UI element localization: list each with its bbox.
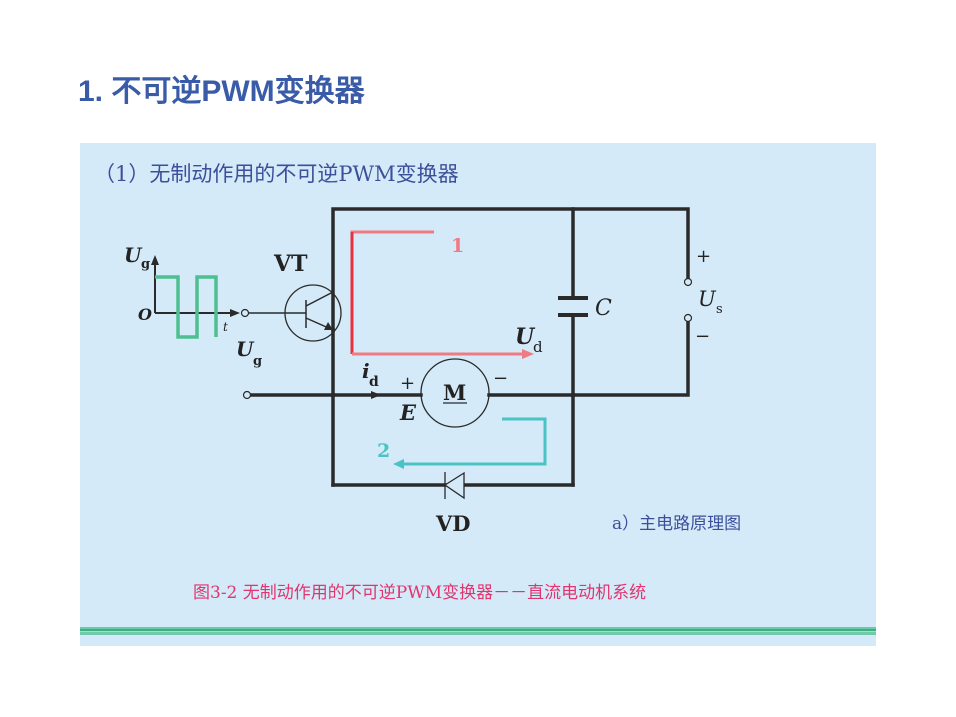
pwm-waveform — [155, 275, 218, 339]
id-label: i — [362, 359, 370, 383]
motor-label: M — [443, 380, 466, 405]
path-1-label: 1 — [451, 235, 464, 257]
figure-caption: 图3-2 无制动作用的不可逆PWM变换器－－直流电动机系统 — [193, 583, 647, 603]
divider-line — [80, 629, 876, 631]
ug-axis-sub: g — [141, 257, 150, 272]
ud-label: U — [515, 324, 536, 350]
source-minus-label: − — [695, 326, 710, 347]
waveform-axes — [154, 262, 232, 314]
ug-input-label: U — [236, 337, 255, 361]
t-axis-arrow-icon — [230, 309, 240, 317]
path-2-label: 2 — [377, 440, 390, 462]
transistor-label: VT — [273, 251, 308, 277]
motor-plus-label: + — [400, 373, 415, 394]
ug-axis-label: U — [124, 243, 143, 267]
source-terminal-minus — [683, 313, 693, 323]
capacitor-label: C — [595, 296, 612, 321]
junction-dot — [330, 392, 336, 398]
input-lower-terminal — [242, 390, 252, 400]
base-terminal — [240, 308, 250, 318]
source-terminal-plus — [683, 277, 693, 287]
transistor-symbol — [249, 284, 342, 342]
path-2-arrow-icon — [393, 459, 404, 469]
current-path-2 — [402, 417, 547, 466]
us-sub: s — [716, 302, 723, 317]
subfigure-caption: a）主电路原理图 — [612, 514, 742, 534]
panel-heading: （1）无制动作用的不可逆PWM变换器 — [94, 162, 459, 186]
capacitor-symbol — [558, 296, 588, 317]
divider-line — [80, 631, 876, 632]
current-path-1 — [350, 230, 524, 356]
divider-line — [80, 627, 876, 629]
figure-panel — [80, 143, 876, 646]
origin-label: O — [138, 305, 152, 324]
path-1-arrow-icon — [522, 349, 534, 359]
ug-input-sub: g — [253, 354, 262, 369]
ug-axis-arrow-icon — [151, 255, 159, 265]
emf-label: E — [399, 400, 417, 425]
us-label: U — [698, 287, 717, 311]
t-axis-label: t — [223, 320, 228, 334]
diode-symbol — [443, 471, 465, 500]
id-arrow-icon — [371, 391, 381, 399]
motor-minus-label: − — [493, 368, 508, 389]
id-sub: d — [369, 374, 379, 390]
source-lower-wire — [571, 316, 690, 397]
junction-dot — [570, 392, 576, 398]
top-wire — [331, 207, 690, 332]
ud-sub: d — [533, 338, 543, 356]
circuit-wires — [248, 207, 690, 487]
divider-line — [80, 632, 876, 635]
diode-label: VD — [435, 511, 471, 536]
source-plus-label: + — [696, 246, 711, 267]
slide-title: 1. 不可逆PWM变换器 — [78, 75, 365, 108]
motor-symbol — [420, 358, 490, 428]
